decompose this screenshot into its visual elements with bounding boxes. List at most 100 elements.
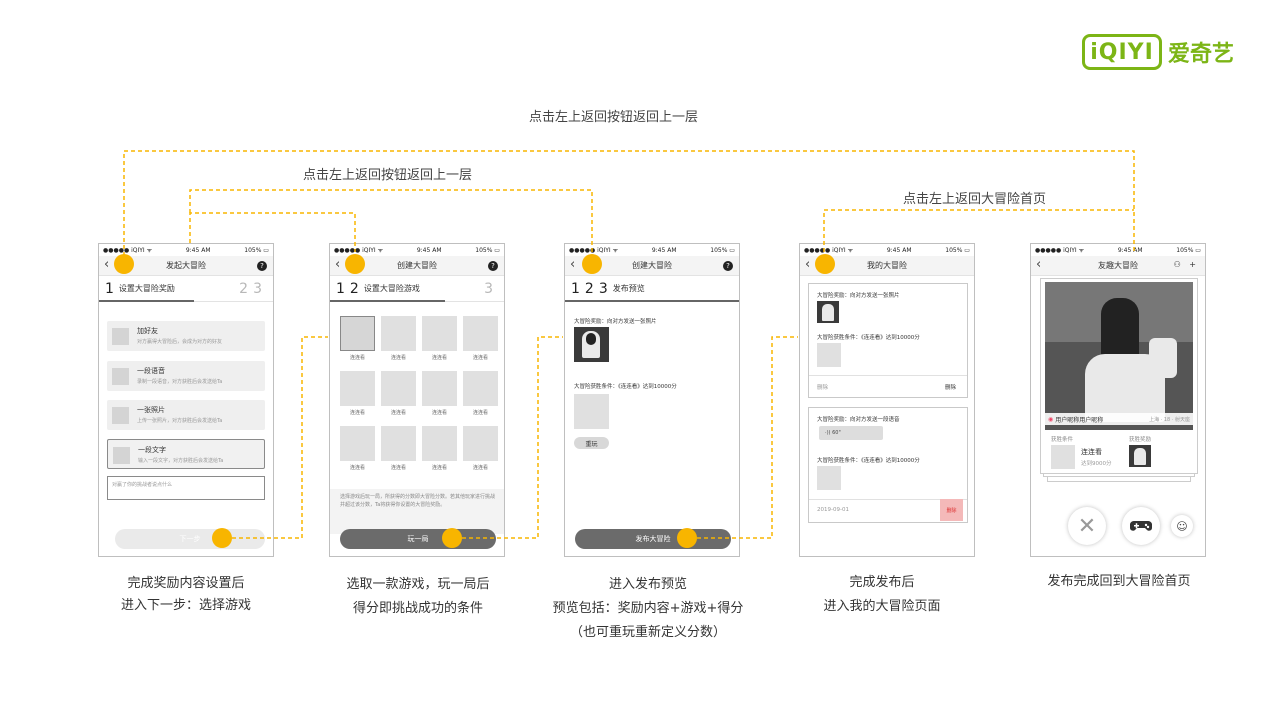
message-input[interactable]: 对赢了你的挑战者说点什么 xyxy=(107,476,265,500)
caption-line: （也可重玩重新定义分数） xyxy=(569,625,727,640)
game-option[interactable] xyxy=(422,426,457,461)
caption-line: 预览包括：奖励内容+游戏+得分 xyxy=(552,601,744,616)
adventure-card[interactable]: 大冒险奖励：向对方发送一张照片 大冒险获胜条件：《连连看》达到10000分 删除… xyxy=(808,283,968,398)
location-pin-icon: ◉ xyxy=(1048,415,1054,423)
delete-link[interactable]: 删除 xyxy=(817,385,829,391)
divider xyxy=(809,499,967,500)
game-option[interactable] xyxy=(422,316,457,351)
game-option[interactable] xyxy=(340,426,375,461)
game-option-label: 连连看 xyxy=(472,410,488,416)
play-once-button[interactable]: 玩一局 xyxy=(340,529,496,549)
game-thumbnail xyxy=(817,343,841,367)
replay-button[interactable]: 重玩 xyxy=(574,437,609,449)
option-add-friend[interactable]: 加好友 对方赢得大冒险后，会成为对方的好友 xyxy=(107,321,265,351)
step-indicator: 1 2 3 发布预览 xyxy=(565,276,739,302)
voice-message[interactable]: ·)) 60" xyxy=(819,426,883,440)
step-number: 2 xyxy=(584,280,594,297)
screen-adventure-home: ●●●●● iQIYI ᯤ 9:45 AM 105% ▭ ‹ 友趣大冒险 ⚇ +… xyxy=(1030,243,1206,557)
game-option[interactable] xyxy=(463,371,498,406)
step-progress xyxy=(99,300,194,302)
caption-line: 进入我的大冒险页面 xyxy=(823,599,941,614)
step-number-current: 3 xyxy=(598,280,608,297)
tap-marker xyxy=(345,254,365,274)
adventure-card[interactable]: ◉ 用户昵称用户昵称 上海 · 18 · 射天座 获胜条件 获胜奖励 连连看 达… xyxy=(1040,278,1198,474)
caption-step2: 选取一款游戏，玩一局后 得分即挑战成功的条件 xyxy=(346,573,489,621)
condition-text: 大冒险获胜条件：《连连看》达到10000分 xyxy=(817,458,920,464)
help-icon[interactable]: ? xyxy=(723,261,733,271)
play-game-button[interactable] xyxy=(1122,507,1160,545)
game-option[interactable] xyxy=(381,316,416,351)
game-option[interactable] xyxy=(340,316,375,351)
game-option[interactable] xyxy=(340,371,375,406)
game-option-label: 连连看 xyxy=(390,410,406,416)
help-icon[interactable]: ? xyxy=(257,261,267,271)
tap-marker xyxy=(212,528,232,548)
caption-line: 发布完成回到大冒险首页 xyxy=(1047,574,1191,589)
option-title: 一张照片 xyxy=(137,406,165,414)
caption-step4: 完成发布后 进入我的大冒险页面 xyxy=(823,571,940,619)
adventure-card[interactable]: 大冒险奖励：向对方发送一段语音 ·)) 60" 大冒险获胜条件：《连连看》达到1… xyxy=(808,407,968,523)
tap-marker xyxy=(582,254,602,274)
reward-label: 获胜奖励 xyxy=(1129,437,1152,443)
game-option[interactable] xyxy=(381,426,416,461)
battery-text: 105% ▭ xyxy=(244,246,269,254)
option-icon xyxy=(112,407,129,424)
delete-button[interactable]: 删除 xyxy=(945,385,957,391)
game-thumbnail xyxy=(817,466,841,490)
game-option[interactable] xyxy=(381,371,416,406)
back-icon[interactable]: ‹ xyxy=(805,257,811,272)
nav-right-icons[interactable]: ⚇ + xyxy=(1173,260,1199,269)
tap-marker xyxy=(677,528,697,548)
battery-text: 105% ▭ xyxy=(945,246,970,254)
profile-button[interactable]: ☺ xyxy=(1171,515,1193,537)
caption-line: 选取一款游戏，玩一局后 xyxy=(346,577,490,592)
battery-text: 105% ▭ xyxy=(1176,246,1201,254)
page-title: 创建大冒险 xyxy=(632,261,672,270)
step-progress xyxy=(330,300,445,302)
reward-photo xyxy=(1129,445,1151,467)
help-icon[interactable]: ? xyxy=(488,261,498,271)
condition-text: 大冒险获胜条件：《连连看》达到10000分 xyxy=(574,384,677,390)
game-option[interactable] xyxy=(463,426,498,461)
game-option-label: 连连看 xyxy=(349,465,365,471)
avatar-icon: ☺ xyxy=(1176,519,1188,533)
game-name: 连连看 xyxy=(1081,448,1102,456)
publish-button[interactable]: 发布大冒险 xyxy=(575,529,731,549)
reward-photo xyxy=(817,301,839,323)
back-icon[interactable]: ‹ xyxy=(335,257,341,272)
next-button[interactable]: 下一步 xyxy=(115,529,265,549)
delete-button[interactable]: 删除 xyxy=(940,499,963,521)
option-desc: 录制一段语音，对方获胜后会发送给Ta xyxy=(137,379,223,385)
carrier-text: ●●●●● iQIYI ᯤ xyxy=(334,247,384,254)
option-voice[interactable]: 一段语音 录制一段语音，对方获胜后会发送给Ta xyxy=(107,361,265,391)
step-label: 设置大冒险奖励 xyxy=(118,284,175,293)
date-text: 2019-09-01 xyxy=(817,507,849,513)
page-title: 创建大冒险 xyxy=(397,261,437,270)
game-option-label: 连连看 xyxy=(431,410,447,416)
user-nickname: 用户昵称用户昵称 xyxy=(1055,416,1104,424)
back-icon[interactable]: ‹ xyxy=(570,257,576,272)
caption-line: 进入下一步：选择游戏 xyxy=(120,598,252,613)
option-photo[interactable]: 一张照片 上传一张照片，对方获胜后会发送给Ta xyxy=(107,400,265,430)
step-number-current: 2 xyxy=(349,280,359,297)
back-icon[interactable]: ‹ xyxy=(104,257,110,272)
user-info-bar: ◉ 用户昵称用户昵称 上海 · 18 · 射天座 xyxy=(1045,413,1193,425)
back-icon[interactable]: ‹ xyxy=(1036,257,1042,272)
tap-marker xyxy=(815,254,835,274)
game-option[interactable] xyxy=(463,316,498,351)
flow-label-second: 点击左上返回按钮返回上一层 xyxy=(303,168,473,183)
page-title: 我的大冒险 xyxy=(867,261,907,270)
game-option-label: 连连看 xyxy=(472,465,488,471)
screen-select-game: ●●●●● iQIYI ᯤ 9:45 AM 105% ▭ ‹ 创建大冒险 ? 1… xyxy=(329,243,505,557)
game-option-label: 连连看 xyxy=(390,465,406,471)
game-option-label: 连连看 xyxy=(472,355,488,361)
game-option[interactable] xyxy=(422,371,457,406)
skip-button[interactable]: ✕ xyxy=(1068,507,1106,545)
screen-setup-reward: ●●●●● iQIYI ᯤ 9:45 AM 105% ▭ ‹ 发起大冒险 ? 1… xyxy=(98,243,274,557)
option-text[interactable]: 一段文字 输入一段文字，对方获胜后会发送给Ta xyxy=(107,439,265,469)
close-icon: ✕ xyxy=(1077,513,1097,539)
option-title: 加好友 xyxy=(137,327,158,335)
game-thumbnail xyxy=(574,394,609,429)
carrier-text: ●●●●● iQIYI ᯤ xyxy=(1035,247,1085,254)
option-title: 一段语音 xyxy=(137,367,165,375)
